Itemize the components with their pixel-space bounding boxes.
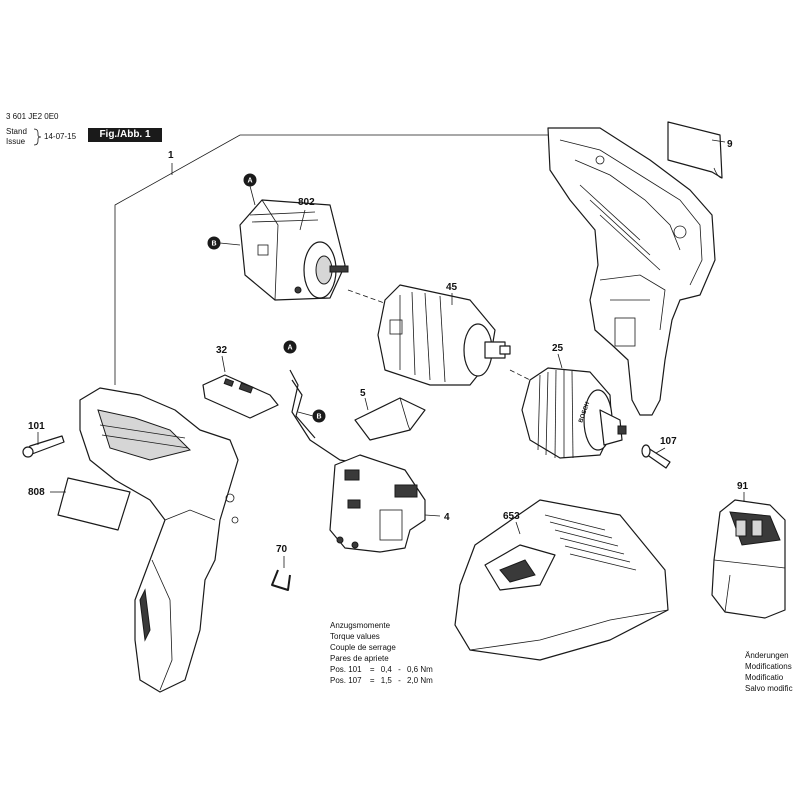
- changes-notice: Änderungen Modifications Modificatio Sal…: [745, 650, 800, 694]
- torque-pos: Pos. 107: [330, 676, 362, 685]
- battery-pack: [711, 499, 786, 619]
- label-sheet: [667, 121, 723, 179]
- leader-32: [221, 355, 226, 373]
- marker-b-wire-leader: [297, 411, 314, 417]
- chuck-screw: [641, 444, 671, 469]
- leader-107: [655, 447, 666, 454]
- doc-number: 3 601 JE2 0E0: [6, 112, 59, 121]
- switch: [329, 454, 426, 553]
- leader-802: [299, 209, 306, 231]
- changes-line-fr: Modificatio: [745, 673, 784, 682]
- torque-row-107: Pos. 107 = 1,5 - 2,0 Nm: [330, 675, 433, 686]
- switch-slide: [202, 374, 279, 419]
- issue-label: Issue: [6, 137, 26, 146]
- part-number-5: 5: [360, 388, 366, 399]
- assembly-bracket-line: [114, 134, 548, 385]
- motor: [239, 199, 349, 301]
- wire-harness-lower: [291, 379, 316, 439]
- housing-right-half: [547, 127, 716, 416]
- part-number-107: 107: [660, 436, 677, 447]
- torque-max: 2,0 Nm: [406, 676, 433, 685]
- leader-25: [557, 353, 563, 369]
- part-number-4: 4: [444, 512, 450, 523]
- housing-screw: [22, 435, 65, 458]
- marker-a-wire: A: [283, 340, 297, 354]
- chuck: [521, 367, 627, 459]
- marker-b-wire: B: [312, 409, 326, 423]
- leader-5: [364, 397, 369, 411]
- torque-min: 1,5: [380, 676, 392, 685]
- torque-pos: Pos. 101: [330, 665, 362, 674]
- leader-9: [711, 139, 726, 143]
- part-number-70: 70: [276, 544, 288, 555]
- torque-eq: =: [369, 676, 375, 685]
- svg-text:B: B: [212, 241, 217, 248]
- svg-text:A: A: [288, 345, 293, 352]
- leader-653: [515, 521, 521, 535]
- part-number-91: 91: [737, 481, 749, 492]
- torque-line-es: Pares de apriete: [330, 654, 389, 663]
- torque-line-de: Anzugsmomente: [330, 621, 391, 630]
- leader-4: [424, 514, 441, 517]
- changes-line-de: Änderungen: [745, 651, 789, 660]
- torque-row-101: Pos. 101 = 0,4 - 0,6 Nm: [330, 664, 433, 675]
- torque-max: 0,6 Nm: [406, 665, 433, 674]
- torque-sep: -: [398, 676, 401, 685]
- part-number-32: 32: [216, 345, 228, 356]
- part-number-45: 45: [446, 282, 458, 293]
- changes-line-en: Modifications: [745, 662, 792, 671]
- figure-label: Fig./Abb. 1: [88, 128, 162, 142]
- charger: [454, 499, 669, 661]
- motor-axis-line: [347, 289, 391, 306]
- part-number-653: 653: [503, 511, 520, 522]
- part-number-101: 101: [28, 421, 45, 432]
- marker-b-motor: B: [207, 236, 221, 250]
- part-number-9: 9: [727, 139, 733, 150]
- marker-b-motor-leader: [219, 242, 241, 246]
- belt-clip: [271, 569, 291, 591]
- gearbox: [377, 284, 511, 386]
- marker-a-motor: A: [243, 173, 257, 187]
- part-number-802: 802: [298, 197, 315, 208]
- marker-a-motor-leader: [249, 185, 256, 206]
- part-number-808: 808: [28, 487, 45, 498]
- part-number-1: 1: [168, 150, 174, 161]
- torque-sep: -: [398, 665, 401, 674]
- part-number-25: 25: [552, 343, 564, 354]
- stand-label: Stand: [6, 127, 27, 136]
- torque-line-en: Torque values: [330, 632, 380, 641]
- header-brace: [33, 128, 42, 146]
- torque-eq: =: [369, 665, 375, 674]
- changes-line-es: Salvo modific: [745, 684, 793, 693]
- housing-left-half: [79, 387, 239, 693]
- torque-values: Anzugsmomente Torque values Couple de se…: [330, 620, 433, 686]
- svg-text:B: B: [317, 414, 322, 421]
- svg-text:A: A: [248, 178, 253, 185]
- cover: [354, 397, 426, 441]
- issue-date: 14-07-15: [44, 132, 77, 141]
- torque-line-fr: Couple de serrage: [330, 643, 396, 652]
- type-plate: [57, 477, 131, 531]
- torque-min: 0,4: [380, 665, 392, 674]
